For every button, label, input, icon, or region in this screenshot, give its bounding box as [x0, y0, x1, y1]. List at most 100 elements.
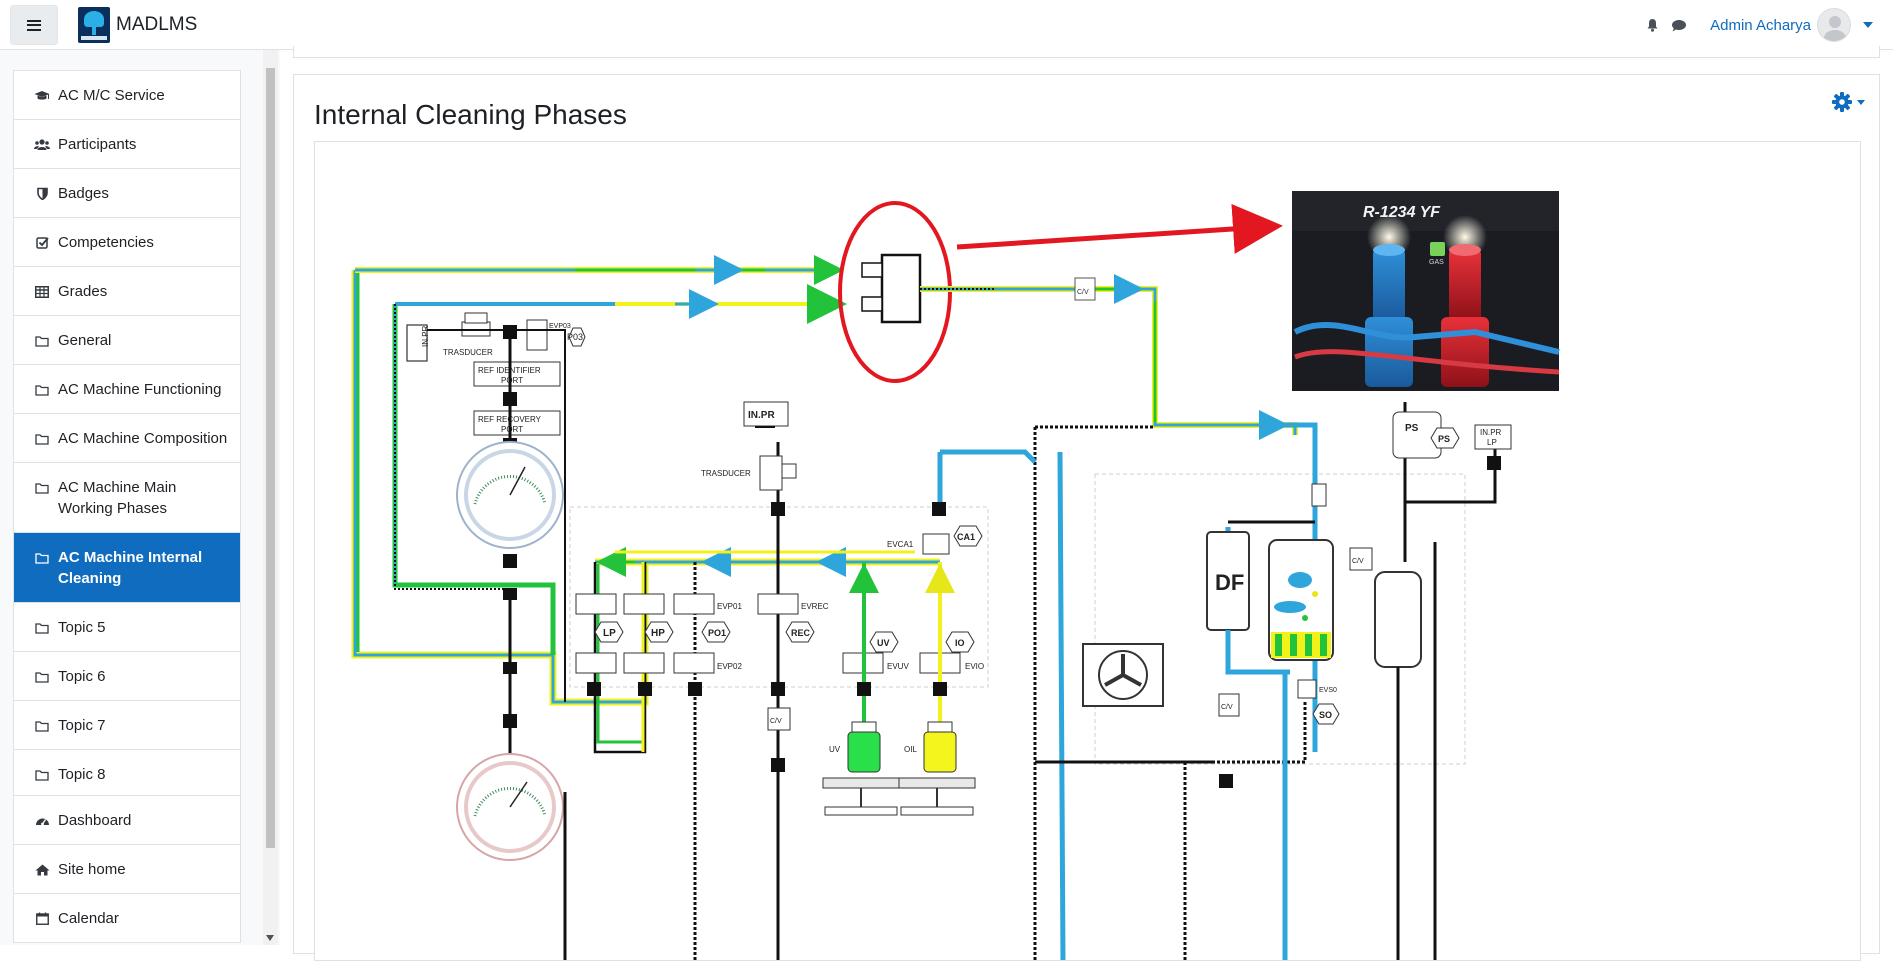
evuv-label: EVUV	[887, 662, 909, 671]
user-menu-area: Admin Acharya	[1644, 0, 1873, 50]
high-pressure-gauge	[456, 753, 564, 861]
nav-item-site-home[interactable]: Site home	[14, 845, 240, 894]
nav-item-label: Competencies	[58, 234, 154, 251]
condenser-fan	[1082, 643, 1164, 707]
po1-label: PO1	[708, 628, 726, 638]
evp03-label: EVP03	[549, 323, 571, 330]
folder-icon	[34, 477, 50, 498]
in-pr-left-label: IN.PR	[421, 325, 430, 347]
user-name-link[interactable]: Admin Acharya	[1710, 16, 1811, 34]
evrec-label: EVREC	[801, 602, 829, 611]
nav-drawer: AC M/C Service Participants Badges Compe…	[0, 50, 280, 945]
ref-identifier-port-label: PORT	[501, 376, 523, 385]
cv-top-label: C/V	[1077, 289, 1089, 296]
nav-item-ac-mc-service[interactable]: AC M/C Service	[14, 71, 240, 120]
nav-item-label: AC M/C Service	[58, 87, 165, 104]
nav-item-label: AC Machine Composition	[58, 430, 228, 447]
nav-item-label: Calendar	[58, 910, 119, 927]
in-pr-lp-label: IN.PR	[1480, 428, 1502, 437]
nav-item-label: AC Machine Functioning	[58, 381, 222, 398]
site-nav-block: Dashboard Site home Calendar	[13, 795, 241, 943]
caret-down-icon	[1857, 99, 1865, 105]
ca1-label: CA1	[957, 532, 975, 542]
gas-coupling-photo: R-1234 YF GAS	[1292, 191, 1560, 391]
cv-mid-label: C/V	[770, 718, 782, 725]
so-label: SO	[1319, 710, 1332, 720]
avatar[interactable]	[1817, 8, 1851, 42]
drawer-toggle-button[interactable]	[10, 5, 58, 45]
ref-recovery-port-label: PORT	[501, 425, 523, 434]
folder-icon	[34, 547, 50, 568]
trasducer-mid-label: TRASDUCER	[701, 469, 751, 478]
nav-item-label: Grades	[58, 283, 108, 300]
folder-icon	[34, 379, 50, 400]
ps-label: PS	[1405, 423, 1419, 434]
nav-item-ac-machine-internal-cleaning[interactable]: AC Machine Internal Cleaning	[14, 533, 240, 603]
in-pr-lp-sub-label: LP	[1487, 438, 1497, 447]
io-label: IO	[955, 638, 965, 648]
folder-icon	[34, 330, 50, 351]
nav-item-topic-8[interactable]: Topic 8	[14, 750, 240, 798]
evso-label: EVS0	[1319, 687, 1337, 694]
refrigerant-circuit-diagram: C/V R-1234 YF GAS	[351, 191, 1560, 960]
p03-label: P03	[567, 332, 583, 342]
table-icon	[34, 281, 50, 302]
section-actions-menu[interactable]	[1831, 91, 1865, 113]
nav-item-ac-machine-composition[interactable]: AC Machine Composition	[14, 414, 240, 463]
nav-item-label: Topic 6	[58, 668, 106, 685]
trasducer-left-label: TRASDUCER	[443, 348, 493, 357]
uv-bottle-label: UV	[829, 745, 841, 754]
page-title: Internal Cleaning Phases	[314, 99, 627, 130]
nav-item-general[interactable]: General	[14, 316, 240, 365]
oil-bottle-label: OIL	[904, 745, 917, 754]
chat-bubble-icon[interactable]	[1671, 17, 1687, 33]
evp01-label: EVP01	[717, 602, 742, 611]
evio-label: EVIO	[965, 662, 984, 671]
gas-type-label: R-1234 YF	[1363, 204, 1441, 221]
df-label: DF	[1215, 570, 1244, 595]
nav-item-dashboard[interactable]: Dashboard	[14, 796, 240, 845]
nav-item-label: Topic 7	[58, 717, 106, 734]
home-icon	[34, 859, 50, 880]
site-logo	[78, 7, 110, 43]
nav-item-topic-7[interactable]: Topic 7	[14, 701, 240, 750]
nav-item-badges[interactable]: Badges	[14, 169, 240, 218]
site-name: MADLMS	[116, 14, 198, 35]
users-icon	[34, 134, 50, 155]
section-card: Internal Cleaning Phases	[293, 74, 1880, 961]
cv-lower-label: C/V	[1221, 704, 1233, 711]
nav-item-label: Dashboard	[58, 812, 132, 829]
folder-icon	[34, 428, 50, 449]
scroll-down-arrow-icon[interactable]	[266, 935, 274, 941]
nav-item-label: AC Machine Main Working Phases	[58, 479, 177, 517]
nav-item-ac-machine-main-working-phases[interactable]: AC Machine Main Working Phases	[14, 463, 240, 533]
user-menu-caret-icon[interactable]	[1863, 22, 1873, 28]
nav-item-participants[interactable]: Participants	[14, 120, 240, 169]
main-region: Internal Cleaning Phases	[280, 46, 1893, 961]
nav-item-topic-6[interactable]: Topic 6	[14, 652, 240, 701]
nav-item-ac-machine-functioning[interactable]: AC Machine Functioning	[14, 365, 240, 414]
hamburger-icon	[27, 19, 41, 31]
nav-item-grades[interactable]: Grades	[14, 267, 240, 316]
in-pr-mid-label: IN.PR	[748, 410, 775, 421]
nav-item-label: Site home	[58, 861, 126, 878]
uv-label: UV	[877, 638, 890, 648]
drawer-scrollbar[interactable]	[263, 50, 278, 945]
evca1-label: EVCA1	[887, 540, 914, 549]
nav-item-topic-5[interactable]: Topic 5	[14, 603, 240, 652]
rec-label: REC	[791, 628, 811, 638]
nav-item-label: Badges	[58, 185, 109, 202]
shield-icon	[34, 183, 50, 204]
nav-item-competencies[interactable]: Competencies	[14, 218, 240, 267]
bell-icon[interactable]	[1644, 17, 1660, 33]
cv-right-label: C/V	[1352, 558, 1364, 565]
previous-section-card	[293, 46, 1880, 58]
ps-box-label: PS	[1438, 434, 1450, 444]
nav-item-label: Topic 8	[58, 766, 106, 783]
nav-item-label: Topic 5	[58, 619, 106, 636]
site-brand[interactable]: MADLMS	[78, 7, 197, 43]
scrollbar-thumb[interactable]	[266, 68, 275, 848]
cleaning-diagram: C/V R-1234 YF GAS	[314, 141, 1861, 961]
nav-item-calendar[interactable]: Calendar	[14, 894, 240, 942]
gear-icon	[1832, 92, 1852, 112]
